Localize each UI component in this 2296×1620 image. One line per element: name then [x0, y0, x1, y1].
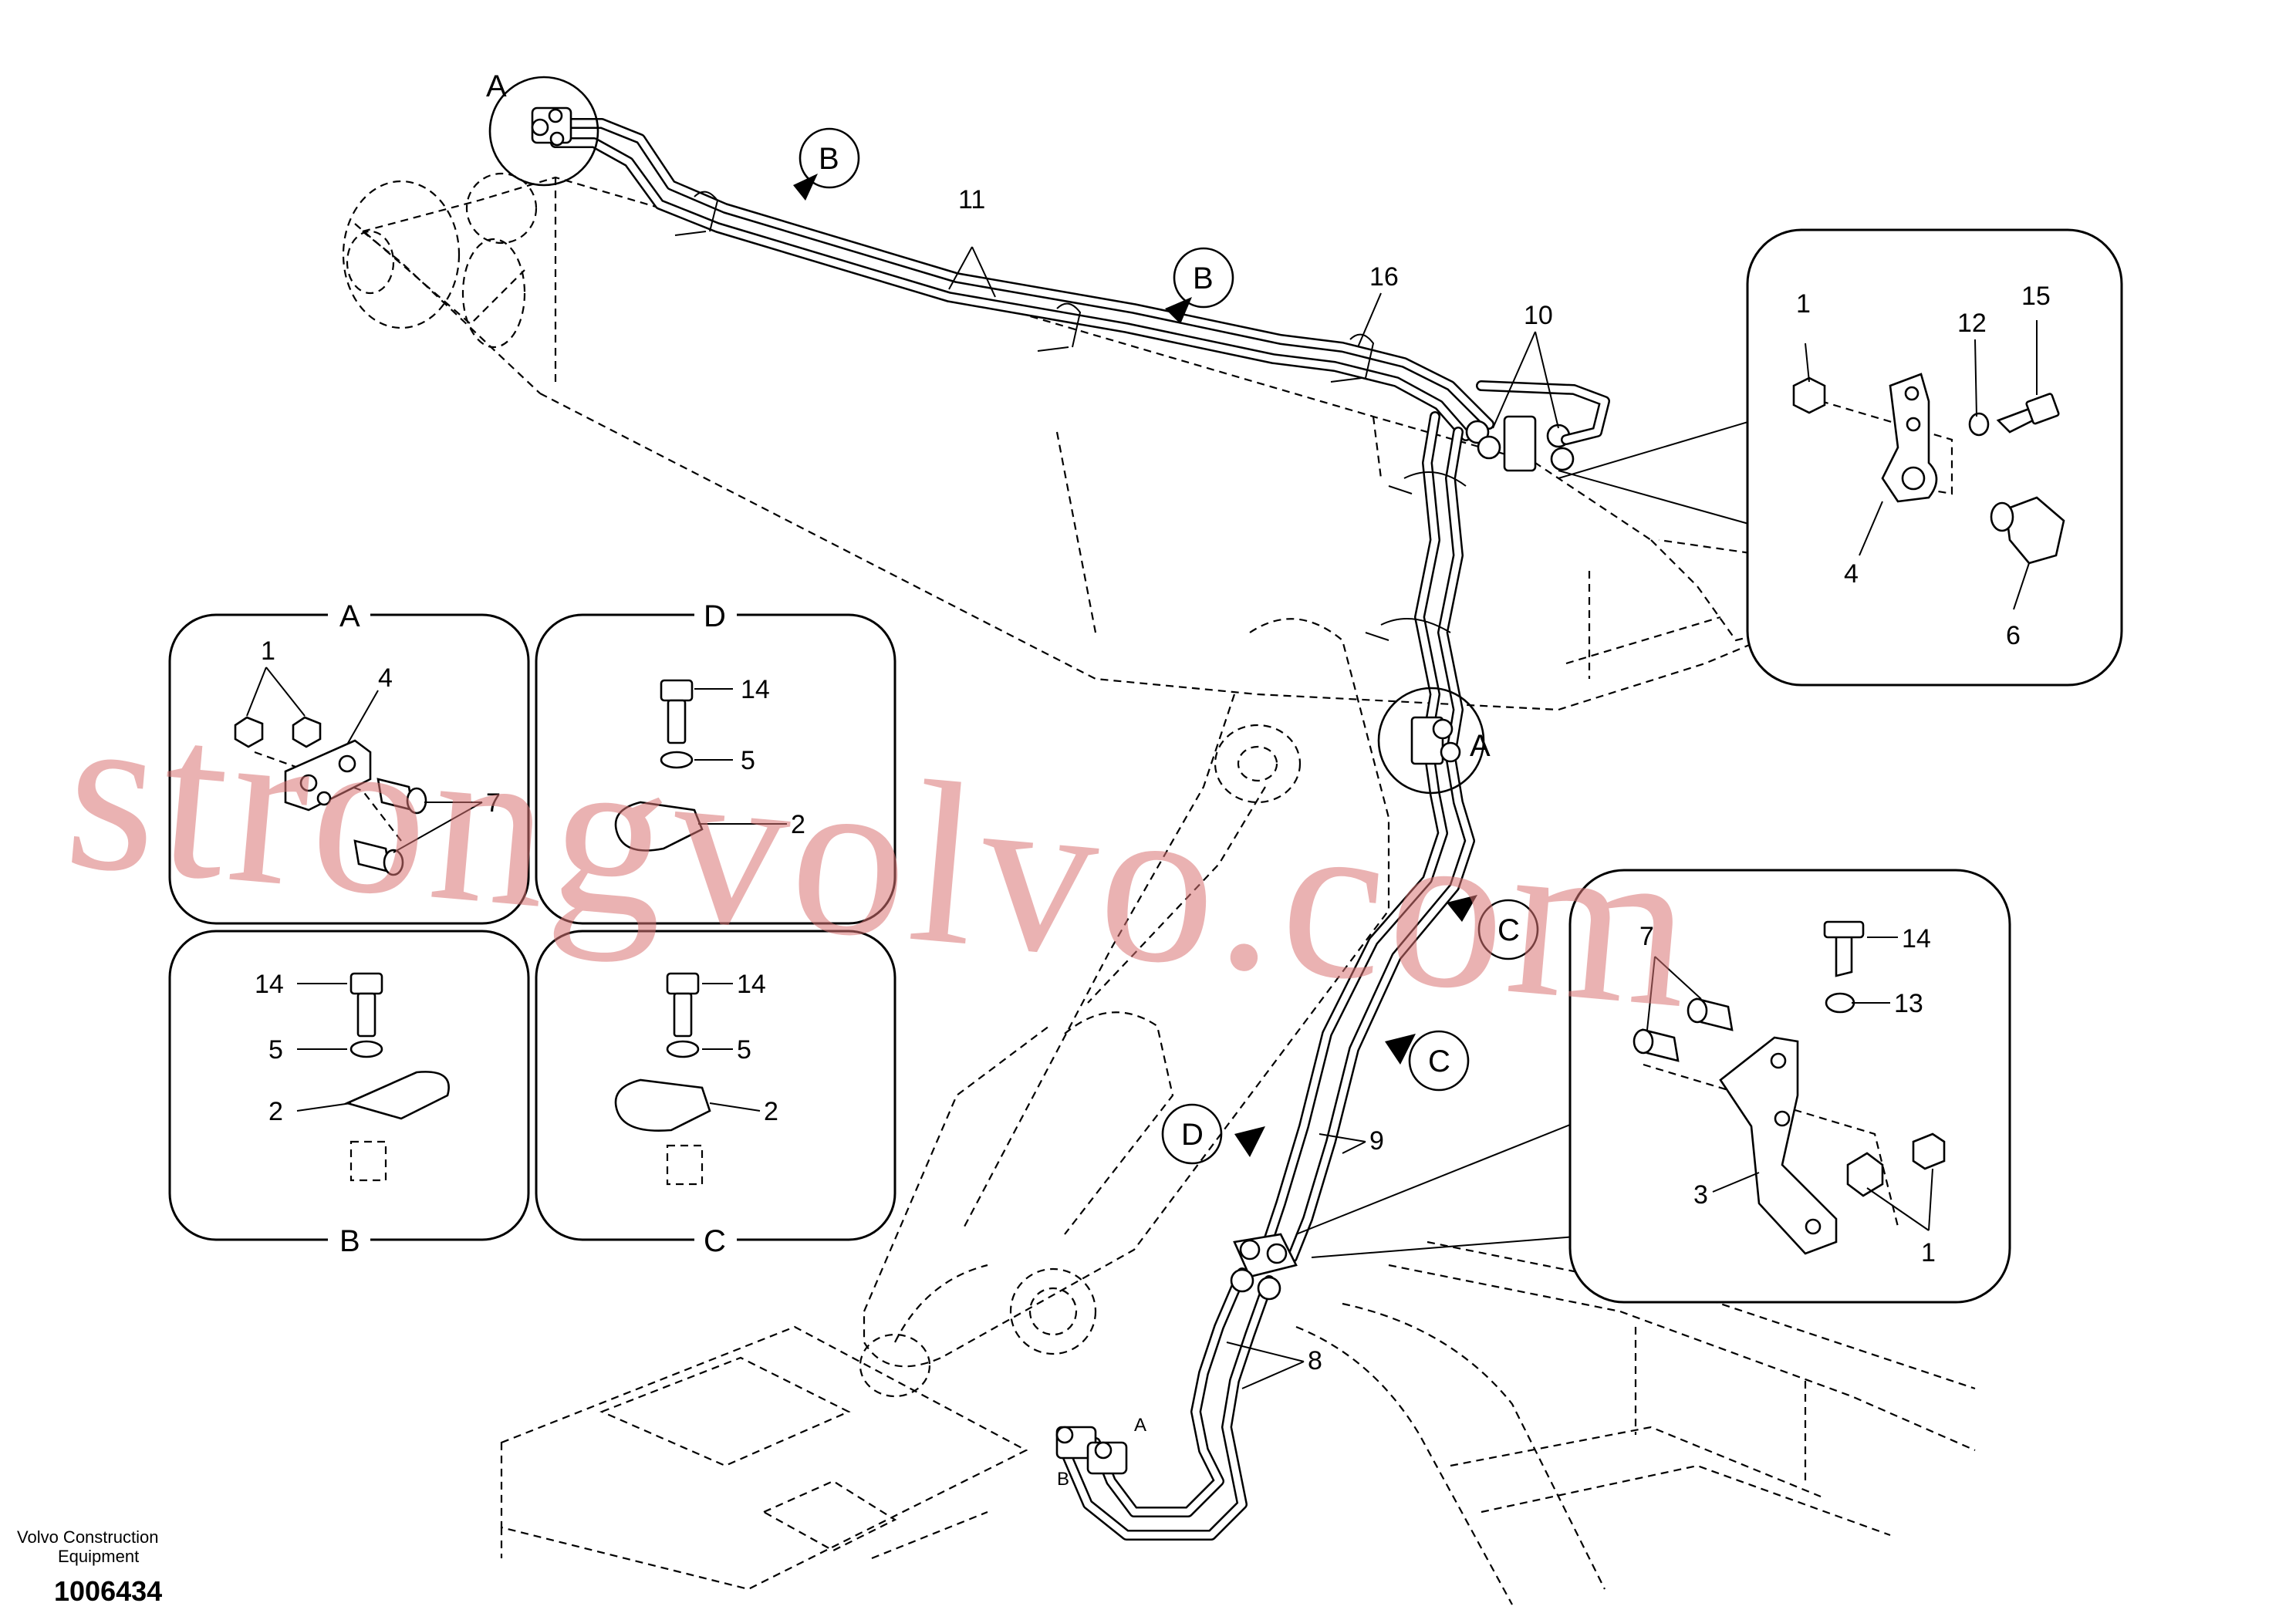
tr-label-6: 6	[2006, 621, 2021, 650]
detail-a-label-4: 4	[378, 663, 393, 693]
detail-b-label-2: 2	[268, 1097, 283, 1126]
callout-11: 11	[958, 185, 985, 214]
detail-c-label-14: 14	[737, 970, 766, 999]
detail-c-label-5: 5	[737, 1035, 751, 1065]
detail-b-label-14: 14	[255, 970, 284, 999]
company-line-1: Volvo Construction	[17, 1527, 158, 1547]
main-fittings	[531, 106, 1610, 1475]
detail-top-right: 1 12 15 4 6	[1746, 228, 2123, 687]
br-label-1: 1	[1921, 1238, 1936, 1267]
br-label-3: 3	[1693, 1180, 1708, 1210]
detail-c-label-2: 2	[764, 1097, 778, 1126]
marker-c2-label: C	[1428, 1045, 1450, 1078]
view-circle-a-mid	[1377, 687, 1485, 795]
marker-d1-label: D	[1181, 1118, 1204, 1152]
view-circle-a-top	[488, 76, 599, 187]
br-label-14: 14	[1902, 924, 1931, 953]
detail-d-title: D	[704, 599, 726, 633]
callout-9: 9	[1369, 1126, 1384, 1156]
detail-d-label-2: 2	[791, 810, 805, 839]
marker-c1-label: C	[1497, 913, 1520, 947]
drawing-number: 1006434	[54, 1575, 162, 1607]
detail-d-label-5: 5	[741, 746, 755, 775]
tr-label-1: 1	[1796, 289, 1811, 319]
callout-10: 10	[1524, 301, 1553, 330]
detail-bottom-right: 7 14 13 3 1	[1568, 869, 2011, 1304]
detail-d-label-14: 14	[741, 675, 770, 704]
detail-b-label-5: 5	[268, 1035, 283, 1065]
view-a-top-label: A	[486, 69, 507, 103]
tr-label-15: 15	[2021, 282, 2051, 311]
callout-16: 16	[1369, 262, 1399, 292]
marker-b1-label: B	[819, 142, 839, 176]
hydraulic-pipes	[550, 118, 1494, 1541]
view-a-mid-label: A	[1470, 729, 1491, 763]
detail-a-label-7: 7	[486, 788, 501, 818]
section-markers	[793, 127, 1539, 1165]
detail-a-title: A	[339, 599, 360, 633]
br-label-7: 7	[1639, 922, 1654, 951]
tr-label-4: 4	[1844, 559, 1859, 589]
detail-c-title: C	[704, 1224, 726, 1258]
br-label-13: 13	[1894, 989, 1923, 1018]
boom-outline	[342, 172, 1976, 1605]
detail-a-label-1: 1	[261, 636, 275, 666]
left-details: A D B C 1 4 7 14 5 2	[168, 599, 896, 1258]
hose-label-b: B	[1057, 1469, 1069, 1490]
detail-b-title: B	[339, 1224, 360, 1258]
hose-label-a: A	[1134, 1415, 1146, 1436]
marker-b2-label: B	[1193, 262, 1214, 295]
company-line-2: Equipment	[58, 1547, 139, 1566]
callout-8: 8	[1308, 1346, 1322, 1375]
tr-label-12: 12	[1957, 309, 1987, 338]
